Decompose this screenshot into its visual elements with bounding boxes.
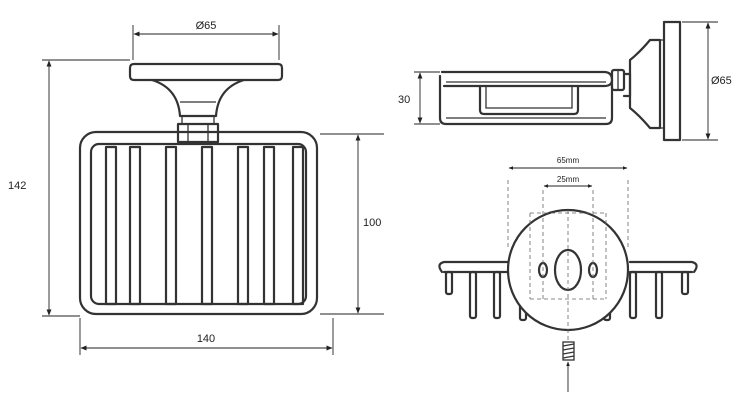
- mounting-centre-lines: [507, 180, 629, 340]
- side-wall-bracket: [610, 20, 682, 142]
- dimension-width: 140: [79, 318, 334, 355]
- dimension-label-side-diameter: Ø65: [711, 75, 732, 87]
- dimension-label-hole-span: 65mm: [557, 156, 580, 165]
- dimension-label-basket-height: 100: [363, 217, 381, 229]
- dimension-label-top-diameter: Ø65: [196, 20, 217, 32]
- dimension-slot-span: 25mm: [543, 175, 593, 188]
- mounting-view: 65mm 25mm: [438, 156, 698, 392]
- dimension-top-diameter: Ø65: [132, 20, 280, 60]
- front-view: Ø65 142 100 140: [8, 20, 384, 355]
- dimension-hole-span: 65mm: [508, 156, 628, 170]
- dimension-side-diameter: Ø65: [682, 21, 732, 141]
- dimension-label-slot-span: 25mm: [557, 175, 580, 184]
- dimension-label-depth: 30: [398, 94, 410, 106]
- dimension-basket-height: 100: [320, 133, 384, 315]
- dimension-label-height: 142: [8, 180, 26, 192]
- dimension-label-width: 140: [197, 333, 215, 345]
- basket-bars: [104, 145, 305, 306]
- dimension-depth: 30: [398, 71, 440, 125]
- side-tray: [438, 70, 614, 126]
- dimension-overall-height: 142: [8, 59, 130, 317]
- wall-flange: [128, 62, 284, 124]
- side-view: 30 Ø65: [398, 20, 732, 142]
- screw-icon: [562, 341, 575, 392]
- basket-frame: [78, 130, 319, 316]
